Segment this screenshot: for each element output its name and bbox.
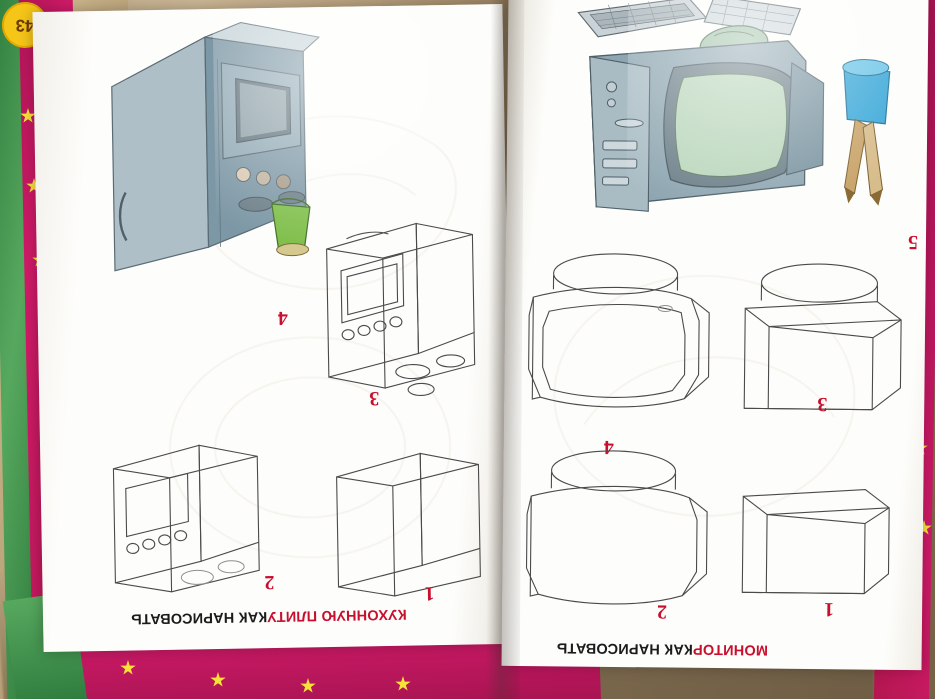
book-page-right: 5 4 [501, 0, 929, 671]
bleed-through-artwork [158, 304, 483, 590]
figure-step-2-monitor-screen [512, 444, 714, 626]
step-number-1-left: 1 [424, 582, 435, 605]
book-page-left: 4 [32, 3, 514, 653]
step-number-4-left: 4 [277, 306, 289, 329]
figure-step-1-monitor-box [724, 466, 906, 618]
step-number-2-left: 2 [264, 571, 275, 594]
right-page-title: МОНИТОРКАК НАРИСОВАТЬ [557, 639, 768, 657]
bleed-through-artwork [543, 244, 886, 548]
figure-step-2-stove-box [95, 428, 288, 601]
step-number-5-right: 5 [907, 231, 919, 254]
step-number-1-right: 1 [823, 598, 835, 621]
step-number-2-right: 2 [656, 600, 668, 623]
right-title-accent: МОНИТОР [692, 640, 769, 658]
left-title-accent: КУХОННУЮ ПЛИТУ [267, 605, 407, 625]
figure-step-5-monitor-colored [536, 0, 918, 233]
left-title-plain: КАК НАРИСОВАТЬ [130, 608, 268, 627]
figure-step-4-monitor-lineart [514, 249, 716, 431]
step-number-3-right: 3 [817, 393, 828, 416]
figure-step-3-monitor-box [722, 256, 914, 438]
left-page-title: КУХОННУЮ ПЛИТУКАК НАРИСОВАТЬ [131, 606, 407, 627]
right-title-plain: КАК НАРИСОВАТЬ [556, 639, 693, 657]
figure-step-3-stove-lineart [306, 204, 499, 407]
figure-step-1-stove-box [320, 434, 503, 607]
step-number-3-left: 3 [369, 387, 380, 410]
